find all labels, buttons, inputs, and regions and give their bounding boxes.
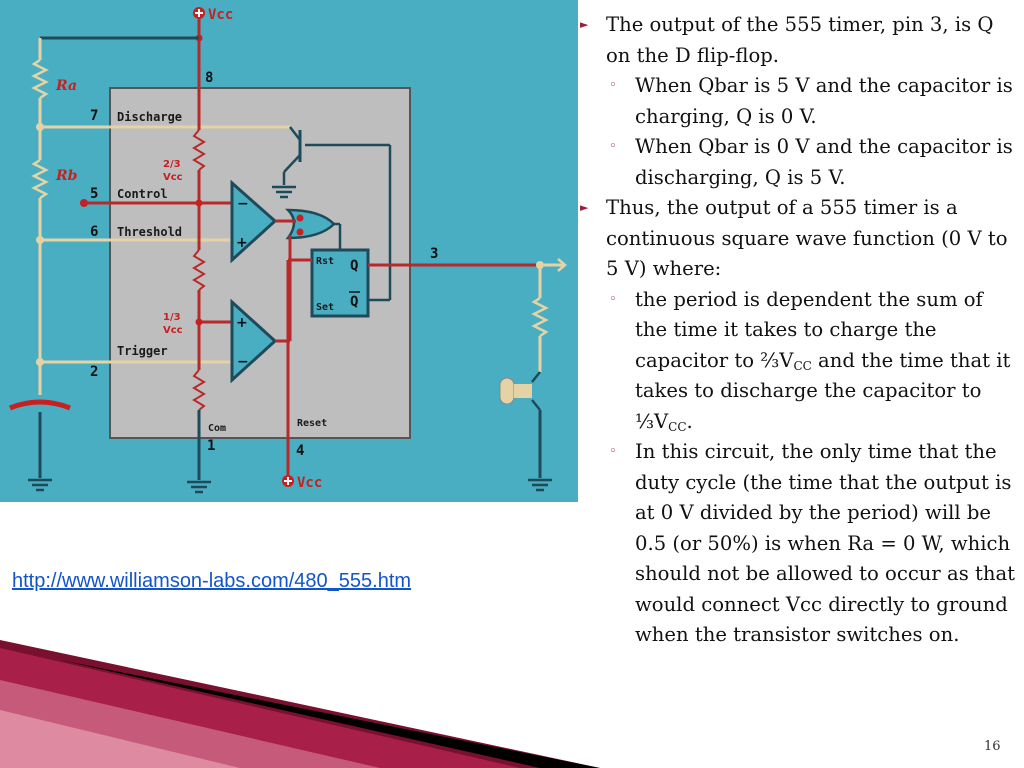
two-thirds-label: 2/3 (163, 159, 181, 170)
subscript-cc: CC (668, 419, 687, 434)
pin-4-number: 4 (296, 443, 304, 459)
q-label: Q (350, 258, 358, 274)
control-label: Control (117, 187, 168, 201)
pin-8-number: 8 (205, 70, 213, 86)
pin-1-number: 1 (207, 438, 215, 454)
one-third-vcc-label: Vcc (163, 325, 183, 336)
set-label: Set (316, 302, 334, 313)
svg-text:+: + (236, 315, 248, 331)
ring-bullet-icon: ◦ (609, 78, 617, 93)
ring-bullet-icon: ◦ (609, 291, 617, 307)
bullet-text: Thus, the output of a 555 timer is a con… (606, 196, 1008, 280)
rst-label: Rst (316, 256, 334, 267)
svg-text:−: − (237, 196, 249, 212)
pin-7-number: 7 (90, 108, 98, 124)
divider-resistor-middle (192, 249, 206, 291)
trigger-comparator (230, 298, 278, 384)
sub-bullet-text: In this circuit, the only time that the … (635, 440, 1016, 646)
slide-corner-decoration (0, 640, 600, 768)
vcc-bottom-symbol (282, 475, 294, 487)
sub-bullet-text: When Qbar is 5 V and the capacitor is ch… (635, 74, 1013, 128)
vcc-top-symbol (193, 7, 205, 19)
pin-5-number: 5 (90, 186, 98, 202)
two-thirds-vcc-label: Vcc (163, 172, 183, 183)
svg-text:−: − (237, 354, 249, 370)
divider-resistor-top (192, 129, 206, 171)
sub-bullet-text: . (686, 409, 693, 433)
resistor-rb (31, 158, 49, 200)
sub-bullet-period: ◦ the period is dependent the sum of the… (580, 285, 1016, 438)
rb-label: Rb (55, 168, 78, 184)
com-label: Com (208, 423, 226, 434)
sub-bullet-text: the period is dependent the sum of the t… (635, 287, 983, 372)
pin-6-number: 6 (90, 224, 98, 240)
triangle-bullet-icon: ► (580, 18, 589, 31)
vcc-bottom-label: Vcc (297, 475, 322, 491)
subscript-cc: CC (793, 358, 812, 373)
led-resistor (531, 296, 549, 338)
sub-bullet-charging: ◦ When Qbar is 5 V and the capacitor is c… (580, 71, 1016, 132)
discharge-label: Discharge (117, 110, 182, 124)
vcc-top-label: Vcc (208, 7, 233, 23)
triangle-bullet-icon: ► (580, 201, 589, 214)
timing-capacitor (9, 399, 71, 478)
ra-label: Ra (55, 78, 77, 94)
pin-2-number: 2 (90, 364, 98, 380)
ring-bullet-icon: ◦ (609, 444, 617, 459)
bullet-list: ► The output of the 555 timer, pin 3, is … (580, 10, 1016, 651)
ring-bullet-icon: ◦ (609, 139, 617, 154)
led (499, 371, 541, 411)
qbar-label: Q (350, 294, 358, 310)
reset-label: Reset (297, 418, 327, 429)
bullet-output-pin3: ► The output of the 555 timer, pin 3, is … (580, 10, 1016, 71)
discharge-transistor (282, 126, 302, 185)
bullet-square-wave: ► Thus, the output of a 555 timer is a co… (580, 193, 1016, 285)
divider-resistor-bottom (192, 369, 206, 411)
resistor-ra (31, 58, 49, 100)
trigger-label: Trigger (117, 344, 168, 358)
sub-bullet-text: and the time that it takes to discharge … (635, 348, 1011, 433)
bullet-text: The output of the 555 timer, pin 3, is Q… (606, 13, 994, 67)
sub-bullet-text: When Qbar is 0 V and the capacitor is di… (635, 135, 1013, 189)
svg-text:+: + (236, 235, 248, 251)
source-link[interactable]: http://www.williamson-labs.com/480_555.h… (12, 570, 412, 592)
sub-bullet-discharging: ◦ When Qbar is 0 V and the capacitor is d… (580, 132, 1016, 193)
threshold-comparator (230, 179, 278, 264)
sub-bullet-duty-cycle: ◦ In this circuit, the only time that the… (580, 437, 1016, 651)
flip-flop (310, 248, 370, 318)
slide-number: 16 (984, 739, 1001, 754)
pin-3-number: 3 (430, 246, 438, 262)
circuit-diagram-555-timer: Vcc Ra Rb 8 7 Discharge 5 Control 6 (0, 0, 578, 502)
one-third-label: 1/3 (163, 312, 181, 323)
threshold-label: Threshold (117, 225, 182, 239)
